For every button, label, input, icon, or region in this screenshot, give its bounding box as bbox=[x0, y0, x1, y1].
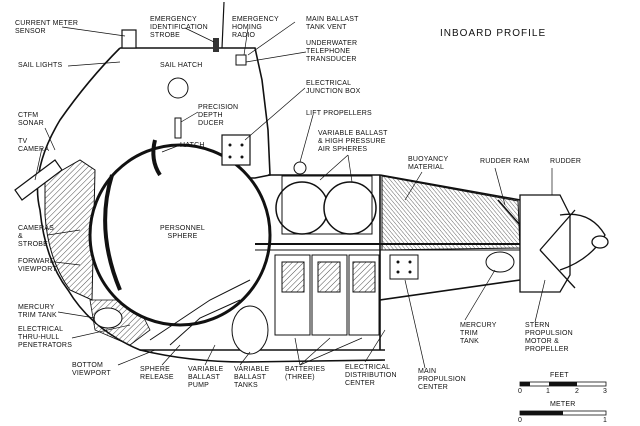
homing-radio bbox=[235, 54, 247, 66]
label-variable-ballast-air-spheres: VARIABLE BALLAST & HIGH PRESSURE AIR SPH… bbox=[318, 130, 388, 153]
air-sphere-1 bbox=[275, 181, 329, 235]
label-cameras-strobe: CAMERAS & STROBE bbox=[18, 225, 55, 248]
label-batteries: BATTERIES (THREE) bbox=[285, 366, 326, 381]
label-rudder: RUDDER bbox=[550, 158, 582, 165]
label-electrical-penetrators: ELECTRICAL THRU-HULL PENETRATORS bbox=[18, 326, 73, 349]
label-ctfm-sonar: CTFM SONAR bbox=[18, 112, 44, 127]
scale-feet-tick-3: 3 bbox=[603, 388, 608, 395]
scale-bar-meter bbox=[519, 410, 607, 416]
label-bottom-viewport: BOTTOM VIEWPORT bbox=[72, 362, 111, 377]
label-sail-lights: SAIL LIGHTS bbox=[18, 62, 63, 69]
label-buoyancy-material: BUOYANCY MATERIAL bbox=[408, 156, 449, 171]
label-emergency-strobe: EMERGENCY IDENTIFICATION STROBE bbox=[150, 16, 208, 39]
air-sphere-2 bbox=[323, 181, 377, 235]
batteries bbox=[274, 254, 380, 336]
diagram-title: INBOARD PROFILE bbox=[440, 28, 547, 39]
precision-depth-ducer bbox=[174, 117, 182, 139]
stern-assembly bbox=[519, 194, 609, 293]
label-lift-propellers: LIFT PROPELLERS bbox=[306, 110, 372, 117]
label-mercury-trim-tank-aft: MERCURY TRIM TANK bbox=[460, 322, 497, 345]
label-hatch: HATCH bbox=[180, 142, 205, 149]
forward-fairing-hatched bbox=[44, 159, 96, 301]
sphere-inner-shadow bbox=[103, 174, 122, 291]
label-rudder-ram: RUDDER RAM bbox=[480, 158, 530, 165]
scale-meter-tick-1: 1 bbox=[603, 417, 608, 424]
label-main-ballast-tank-vent: MAIN BALLAST TANK VENT bbox=[306, 16, 359, 31]
label-variable-ballast-tanks: VARIABLE BALLAST TANKS bbox=[234, 366, 270, 389]
label-variable-ballast-pump: VARIABLE BALLAST PUMP bbox=[188, 366, 224, 389]
leader-lines bbox=[34, 21, 553, 369]
label-underwater-telephone: UNDERWATER TELEPHONE TRANSDUCER bbox=[306, 40, 358, 63]
label-sphere-release: SPHERE RELEASE bbox=[140, 366, 174, 381]
scale-feet-label: FEET bbox=[550, 372, 569, 379]
emergency-strobe bbox=[213, 38, 219, 52]
current-meter-sensor bbox=[121, 29, 137, 49]
scale-meter-tick-0: 0 bbox=[518, 417, 523, 424]
scale-feet-tick-1: 1 bbox=[546, 388, 551, 395]
label-sail-hatch: SAIL HATCH bbox=[160, 62, 203, 69]
scale-feet-tick-2: 2 bbox=[575, 388, 580, 395]
label-stern-propulsion: STERN PROPULSION MOTOR & PROPELLER bbox=[525, 322, 573, 353]
label-electrical-junction-box: ELECTRICAL JUNCTION BOX bbox=[306, 80, 361, 95]
scale-bar-feet bbox=[519, 381, 607, 387]
label-homing-radio: EMERGENCY HOMING RADIO bbox=[232, 16, 279, 39]
scale-meter-label: METER bbox=[550, 401, 576, 408]
mercury-trim-tank-aft bbox=[485, 251, 515, 273]
label-main-propulsion-center: MAIN PROPULSION CENTER bbox=[418, 368, 466, 391]
sail-hatch-window bbox=[167, 77, 189, 99]
label-electrical-distribution-center: ELECTRICAL DISTRIBUTION CENTER bbox=[345, 364, 397, 387]
tv-camera bbox=[14, 159, 63, 201]
variable-ballast-tank bbox=[231, 305, 269, 355]
label-forward-viewport: FORWARD VIEWPORT bbox=[18, 258, 57, 273]
mercury-trim-tank-fwd bbox=[93, 307, 123, 329]
scale-feet-tick-0: 0 bbox=[518, 388, 523, 395]
label-tv-camera: TV CAMERA bbox=[18, 138, 50, 153]
label-personnel-sphere: PERSONNEL SPHERE bbox=[160, 225, 205, 240]
label-current-meter-sensor: CURRENT METER SENSOR bbox=[15, 20, 79, 35]
label-precision-depth-ducer: PRECISION DEPTH DUCER bbox=[198, 104, 239, 127]
hull-outline bbox=[36, 47, 546, 363]
distribution-center-box bbox=[389, 254, 419, 280]
label-mercury-trim-tank-fwd: MERCURY TRIM TANK bbox=[18, 304, 57, 319]
